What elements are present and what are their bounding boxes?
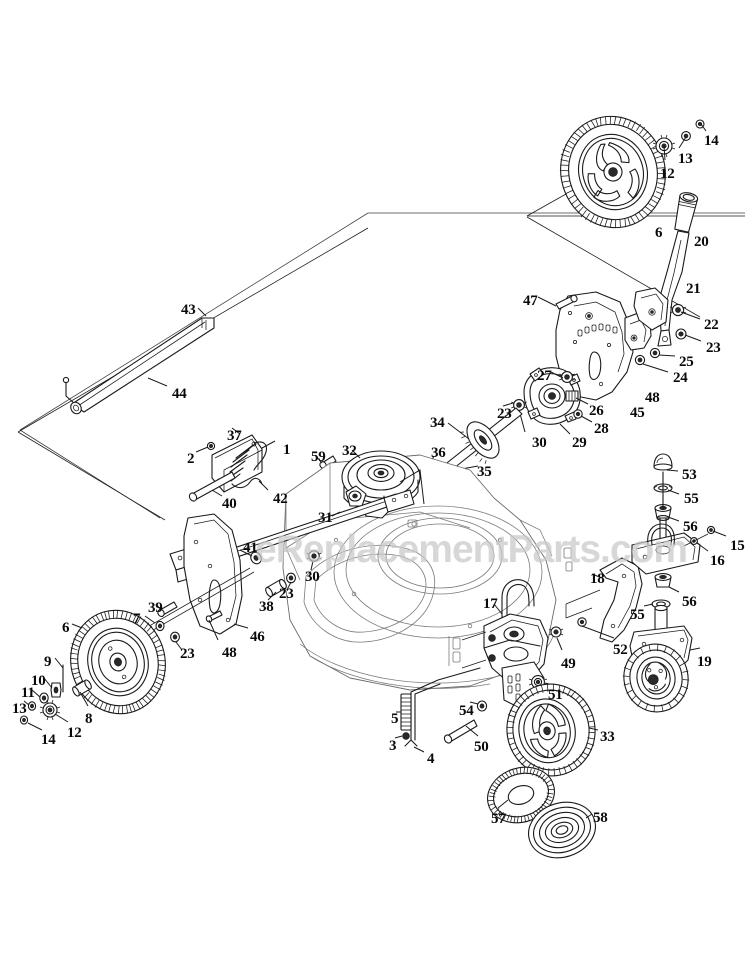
callout-36: 36 bbox=[431, 445, 446, 461]
callout-51: 51 bbox=[548, 687, 563, 703]
callout-57: 57 bbox=[491, 811, 506, 827]
callout-59: 59 bbox=[311, 449, 326, 465]
callout-19: 19 bbox=[697, 654, 712, 670]
callout-55-b: 55 bbox=[630, 607, 645, 623]
callout-24: 24 bbox=[673, 370, 688, 386]
callout-48-a: 48 bbox=[645, 390, 660, 406]
callout-18: 18 bbox=[590, 571, 605, 587]
callout-14-b: 14 bbox=[41, 732, 56, 748]
drive-wheel-left bbox=[70, 609, 166, 715]
callout-23-c: 23 bbox=[279, 586, 294, 602]
caster-tower bbox=[622, 453, 727, 713]
callout-35: 35 bbox=[477, 464, 492, 480]
callout-48-b: 48 bbox=[222, 645, 237, 661]
callout-47: 47 bbox=[523, 293, 538, 309]
callout-30-b: 30 bbox=[305, 569, 320, 585]
deck-pulley-32 bbox=[341, 449, 421, 519]
spring-bracket-assembly bbox=[188, 427, 276, 502]
callout-26: 26 bbox=[589, 403, 604, 419]
height-adjust-axle bbox=[117, 549, 322, 651]
callout-22: 22 bbox=[704, 317, 719, 333]
callout-10: 10 bbox=[31, 673, 46, 689]
callout-38: 38 bbox=[259, 599, 274, 615]
callout-3: 3 bbox=[389, 738, 397, 754]
hub-hardware-top-right bbox=[652, 119, 707, 161]
callout-11: 11 bbox=[21, 685, 35, 701]
callout-39: 39 bbox=[148, 600, 163, 616]
side-bracket-plate bbox=[555, 291, 634, 401]
callout-20: 20 bbox=[694, 234, 709, 250]
callout-33: 33 bbox=[600, 729, 615, 745]
callout-17: 17 bbox=[483, 596, 498, 612]
callout-13: 13 bbox=[678, 151, 693, 167]
callout-25: 25 bbox=[679, 354, 694, 370]
callout-50: 50 bbox=[474, 739, 489, 755]
callout-56-a: 56 bbox=[683, 519, 698, 535]
callout-23-a: 23 bbox=[706, 340, 721, 356]
callout-28: 28 bbox=[594, 421, 609, 437]
callout-31: 31 bbox=[318, 510, 333, 526]
callout-45: 45 bbox=[630, 405, 645, 421]
callout-14: 14 bbox=[704, 133, 719, 149]
callout-42: 42 bbox=[273, 491, 288, 507]
callout-27: 27 bbox=[537, 368, 552, 384]
callout-58: 58 bbox=[593, 810, 608, 826]
bolt-47 bbox=[537, 294, 578, 310]
callout-6-top: 6 bbox=[655, 225, 663, 241]
callout-30-a: 30 bbox=[532, 435, 547, 451]
lower-hardware-center bbox=[394, 667, 488, 753]
callout-32: 32 bbox=[342, 443, 357, 459]
callout-49: 49 bbox=[561, 656, 576, 672]
bracket-hardware-right bbox=[634, 303, 702, 373]
right-height-bracket-18 bbox=[565, 557, 643, 643]
callout-4: 4 bbox=[427, 751, 435, 767]
drive-wheel-top-right bbox=[559, 115, 667, 229]
chute-deflector bbox=[62, 307, 215, 415]
hub-hardware-left bbox=[19, 657, 92, 731]
callout-12-b: 12 bbox=[67, 725, 82, 741]
gearbox-hardware bbox=[502, 371, 593, 435]
callout-44: 44 bbox=[172, 386, 187, 402]
callout-2: 2 bbox=[187, 451, 195, 467]
callout-54: 54 bbox=[459, 703, 474, 719]
pulley-57 bbox=[487, 766, 555, 824]
callout-23-d: 23 bbox=[180, 646, 195, 662]
callout-15: 15 bbox=[730, 538, 745, 554]
callout-46: 46 bbox=[250, 629, 265, 645]
pulley-58 bbox=[528, 801, 596, 859]
callout-5: 5 bbox=[391, 711, 399, 727]
callout-53: 53 bbox=[682, 467, 697, 483]
callout-16: 16 bbox=[710, 553, 725, 569]
callout-21: 21 bbox=[686, 281, 701, 297]
callout-43: 43 bbox=[181, 302, 196, 318]
callout-55-a: 55 bbox=[684, 491, 699, 507]
callout-9: 9 bbox=[44, 654, 52, 670]
callout-13-b: 13 bbox=[12, 701, 27, 717]
callout-41: 41 bbox=[243, 540, 258, 556]
callout-12: 12 bbox=[660, 166, 675, 182]
callout-6-left: 6 bbox=[62, 620, 70, 636]
lever-link-bracket bbox=[633, 287, 669, 331]
callout-8: 8 bbox=[85, 711, 93, 727]
callout-37: 37 bbox=[227, 428, 242, 444]
callout-23-b: 23 bbox=[497, 406, 512, 422]
callout-1: 1 bbox=[283, 442, 291, 458]
callout-52: 52 bbox=[613, 642, 628, 658]
callout-40: 40 bbox=[222, 496, 237, 512]
callout-34: 34 bbox=[430, 415, 445, 431]
rear-wheel-33 bbox=[506, 683, 596, 777]
callout-7: 7 bbox=[133, 611, 141, 627]
callout-56-b: 56 bbox=[682, 594, 697, 610]
callout-29: 29 bbox=[572, 435, 587, 451]
